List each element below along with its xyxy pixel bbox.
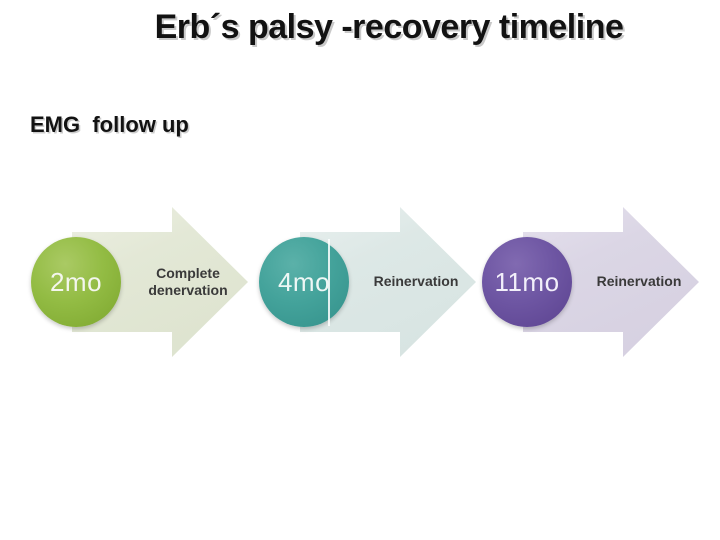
slide-subtitle: EMG follow up: [30, 112, 189, 137]
timeline-circle: 4mo: [259, 237, 349, 327]
slide-title: Erb´s palsy -recovery timeline: [154, 8, 624, 46]
timeline-arrow-label: Reinervation: [373, 273, 459, 290]
overlap-highlight-line: [328, 239, 330, 326]
timeline-circle-label: 11mo: [494, 266, 560, 297]
timeline-arrow-label: Complete denervation: [148, 264, 228, 299]
timeline-step-4mo: Reinervation 4mo: [256, 205, 481, 359]
timeline-circle: 2mo: [31, 237, 121, 327]
timeline-circle: 11mo: [482, 237, 572, 327]
timeline-circle-label: 4mo: [277, 266, 331, 297]
timeline-step-11mo: Reinervation 11mo: [479, 205, 704, 359]
timeline-step-2mo: Complete denervation 2mo: [28, 205, 253, 359]
timeline-circle-label: 2mo: [49, 266, 103, 297]
timeline-arrow-label: Reinervation: [596, 273, 682, 290]
